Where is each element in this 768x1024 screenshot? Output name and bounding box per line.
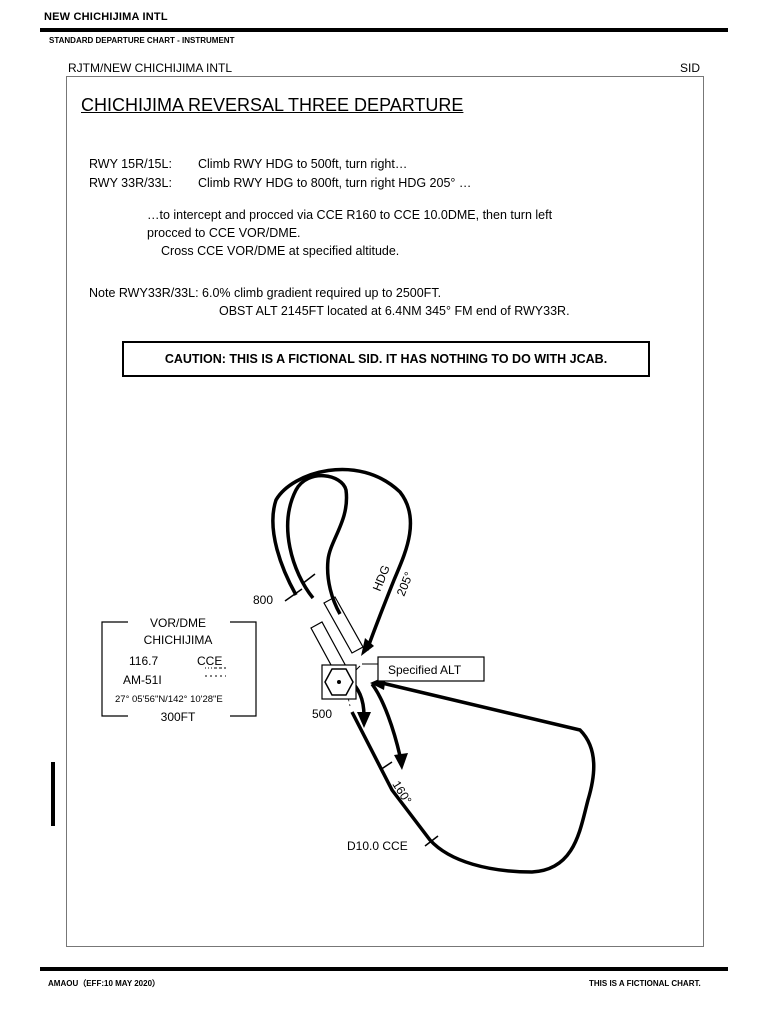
tick-r160 [379,761,393,771]
arrow-rwy15-a-icon [357,712,371,728]
rwy-33-instruction: Climb RWY HDG to 800ft, turn right HDG 2… [198,176,472,190]
chart-type: STANDARD DEPARTURE CHART - INSTRUMENT [49,36,235,45]
caution-box: CAUTION: THIS IS A FICTIONAL SID. IT HAS… [122,341,650,377]
track-inner-loop [285,473,349,615]
continuation-line-2: procced to CCE VOR/DME. [147,226,301,240]
arrow-rwy15-b-icon [394,753,408,770]
navaid-type: VOR/DME [150,616,206,630]
note-line-1: Note RWY33R/33L: 6.0% climb gradient req… [89,286,442,300]
chart-frame [66,76,704,947]
airport-title: NEW CHICHIJIMA INTL [44,11,168,23]
navaid-ident: CCE [197,654,222,668]
footer-effective: AMAOU（EFF:10 MAY 2020） [48,979,161,988]
label-specified-alt: Specified ALT [388,663,462,677]
tick-800-inner [301,573,316,585]
label-800: 800 [253,593,273,607]
navaid-coordinates: 27° 05'56"N/142° 10'28"E [115,694,223,705]
track-rwy33-loop [271,467,413,651]
navaid-elevation: 300FT [161,710,196,724]
footer-disclaimer: THIS IS A FICTIONAL CHART. [589,979,701,988]
navaid-box-frame [101,621,257,717]
continuation-line-1: …to intercept and procced via CCE R160 t… [147,208,553,222]
navaid-frequency: 116.7 [129,654,158,668]
track-rwy15-b [370,682,402,757]
morse-code-icon [205,667,226,677]
rwy-15-label: RWY 15R/15L: [89,157,172,171]
footer-rule [40,967,728,971]
navaid-name: CHICHIJIMA [144,633,213,647]
rwy-15-instruction: Climb RWY HDG to 500ft, turn right… [198,157,408,171]
tick-800-outer [284,588,303,602]
label-500: 500 [312,707,332,721]
note-line-2: OBST ALT 2145FT located at 6.4NM 345° FM… [219,304,570,318]
header-rule [40,28,728,32]
extended-centerline [342,674,351,707]
revision-bar [51,762,55,826]
track-r160-return [350,681,596,874]
chart-category: SID [680,61,701,75]
continuation-line-3: Cross CCE VOR/DME at specified altitude. [161,244,400,258]
label-d10-cce: D10.0 CCE [347,839,408,853]
navaid-channel: AM-51I [123,673,162,687]
caution-text: CAUTION: THIS IS A FICTIONAL SID. IT HAS… [164,352,608,366]
arrow-hdg205-icon [361,638,374,656]
rwy-33-label: RWY 33R/33L: [89,176,172,190]
tick-d10 [424,835,439,847]
specified-alt-box [377,656,485,682]
procedure-title: CHICHIJIMA REVERSAL THREE DEPARTURE [81,95,464,115]
airport-ident: RJTM/NEW CHICHIJIMA INTL [68,61,232,75]
vor-center-dot-icon [337,680,341,684]
